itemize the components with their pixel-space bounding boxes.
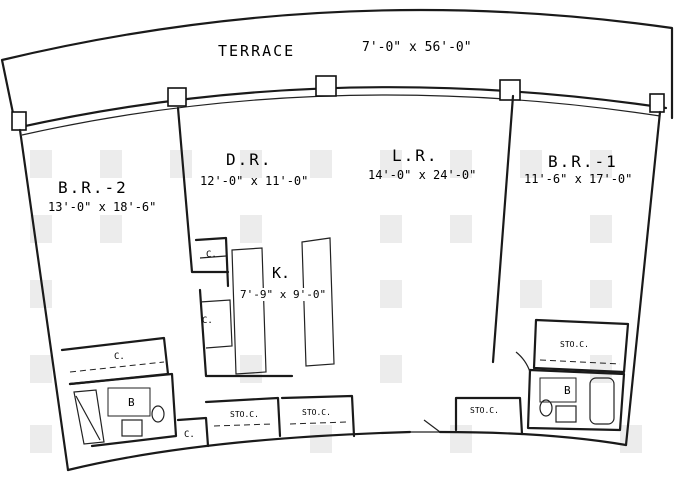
hall-closet [176, 396, 282, 448]
k-dim: 7'-9" x 9'-0" [240, 288, 327, 301]
partition-lr-br1 [491, 94, 515, 364]
entry-door [410, 419, 441, 433]
partition-br2-dr [176, 106, 230, 274]
sink-left [121, 419, 143, 437]
sto-closet-label: STO.C. [560, 340, 589, 349]
column [315, 75, 337, 97]
br1-closet [532, 318, 630, 374]
column [167, 87, 187, 107]
sto-closet-label: STO.C. [302, 408, 331, 417]
k-name: K. [272, 264, 291, 282]
br1-dim: 11'-6" x 17'-0" [524, 172, 633, 186]
br2-name: B.R.-2 [58, 178, 128, 197]
column [649, 93, 665, 113]
dr-dim: 12'-0" x 11'-0" [200, 174, 309, 188]
br1-name: B.R.-1 [548, 152, 618, 171]
lr-name: L.R. [392, 146, 439, 165]
bottom-wall [66, 430, 628, 472]
dr-name: D.R. [226, 150, 273, 169]
right-wall [624, 110, 662, 447]
bath-tile-right [539, 377, 577, 403]
bath-left [68, 372, 178, 448]
toilet-left [151, 405, 165, 423]
bath-label: B [564, 384, 571, 397]
br2-dim: 13'-0" x 18'-6" [48, 200, 157, 214]
sto-closet-label: STO.C. [230, 410, 259, 419]
kitchen-counter-left [231, 247, 267, 375]
bath-right [526, 368, 626, 432]
terrace-dim: 7'-0" x 56'-0" [362, 40, 472, 55]
sink-right [555, 405, 577, 423]
left-wall [18, 128, 70, 472]
column [499, 79, 521, 101]
watermark-pattern [30, 150, 642, 453]
bath-tub-left [73, 389, 105, 445]
closet-rod-br1 [539, 359, 621, 365]
terrace-name: TERRACE [218, 42, 296, 60]
kitchen-wall [194, 236, 294, 378]
closet-label: C. [184, 430, 195, 440]
closet-rod [69, 361, 165, 373]
closet-label: C. [202, 316, 213, 326]
sto-closet-3 [454, 396, 524, 436]
bath-tub-right [589, 377, 615, 425]
closet-label: C. [114, 352, 125, 362]
toilet-right [539, 399, 553, 417]
closet-label: C. [206, 250, 217, 260]
kitchen-counter-right [301, 237, 335, 367]
sto-closet-label: STO.C. [470, 406, 499, 415]
sto-closet-2 [280, 394, 356, 438]
kitchen-closet [199, 255, 233, 349]
terrace-outline [0, 8, 674, 120]
lr-dim: 14'-0" x 24'-0" [368, 168, 477, 182]
bath-door-swing [515, 351, 531, 373]
bath-tile-left [107, 387, 151, 417]
bath-label: B [128, 396, 135, 409]
